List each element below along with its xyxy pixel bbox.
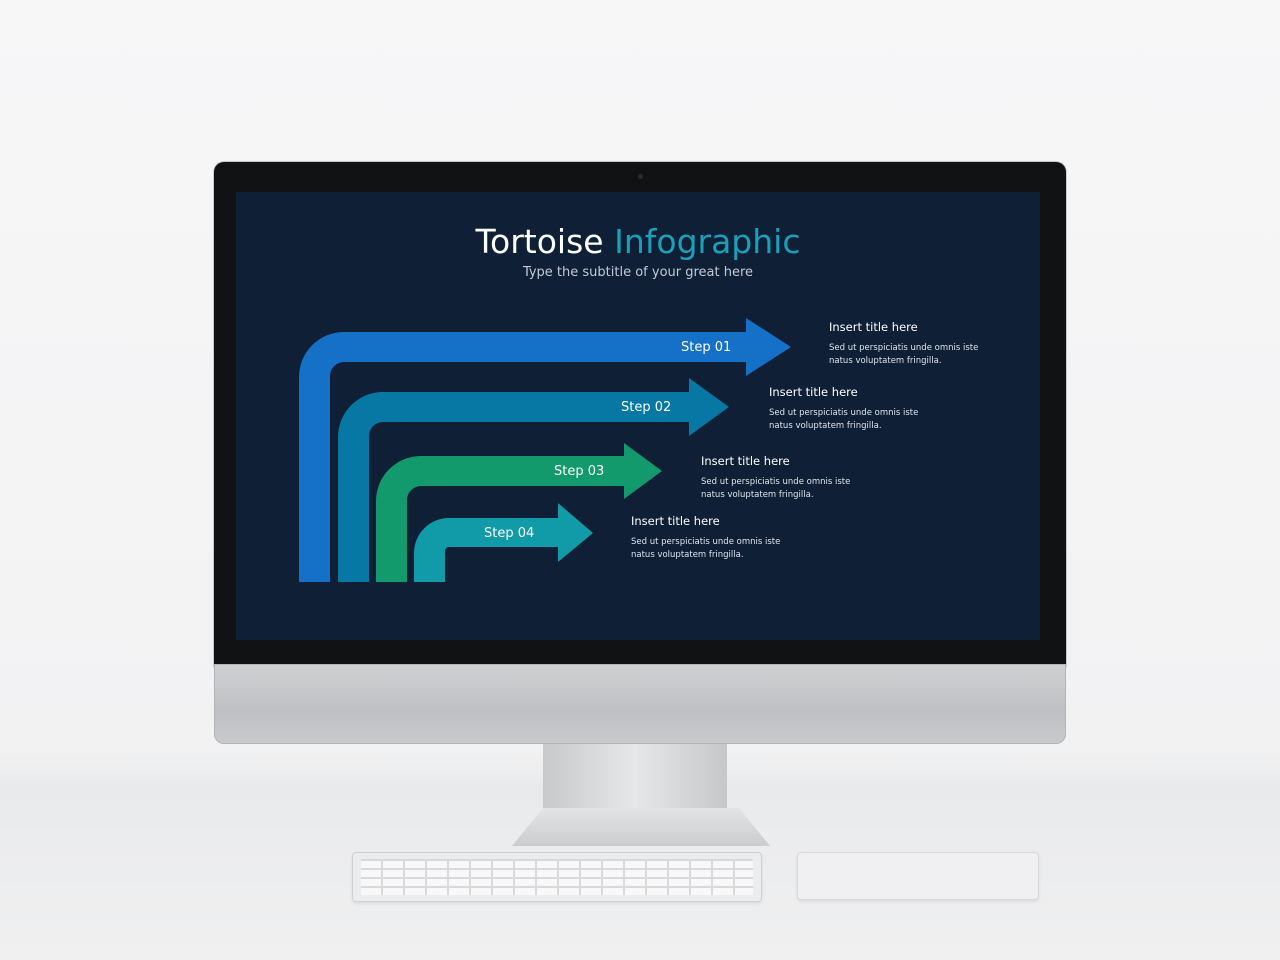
webcam-icon xyxy=(638,174,643,179)
keyboard xyxy=(352,852,762,902)
step-4-label: Step 04 xyxy=(484,526,535,541)
step-2-arrow xyxy=(338,378,729,582)
arrows-diagram xyxy=(299,318,791,582)
step-4-title: Insert title here xyxy=(631,514,720,528)
monitor-chin xyxy=(214,664,1066,744)
step-3-title: Insert title here xyxy=(701,454,790,468)
slide-title: Tortoise Infographic xyxy=(236,222,1040,261)
step-3-arrow xyxy=(376,443,662,582)
step-2-description: Sed ut perspiciatis unde omnis iste natu… xyxy=(769,408,919,431)
step-3-label: Step 03 xyxy=(554,464,605,479)
monitor-stand xyxy=(543,744,727,810)
step-1-info: Insert title here Sed ut perspiciatis un… xyxy=(829,320,999,368)
step-4-info: Insert title here Sed ut perspiciatis un… xyxy=(631,514,801,562)
slide-subtitle: Type the subtitle of your great here xyxy=(522,265,754,280)
slide-title-main: Tortoise xyxy=(475,222,604,261)
step-4-arrow xyxy=(414,503,593,582)
step-3-info: Insert title here Sed ut perspiciatis un… xyxy=(701,454,871,502)
step-1-description: Sed ut perspiciatis unde omnis iste natu… xyxy=(829,343,979,366)
step-2-info: Insert title here Sed ut perspiciatis un… xyxy=(769,385,939,433)
step-4-description: Sed ut perspiciatis unde omnis iste natu… xyxy=(631,537,781,560)
step-2-label: Step 02 xyxy=(621,400,672,415)
trackpad xyxy=(797,852,1039,900)
step-3-description: Sed ut perspiciatis unde omnis iste natu… xyxy=(701,477,851,500)
slide-screen: Tortoise Infographic Type the subtitle o… xyxy=(236,192,1040,640)
monitor-stand-base xyxy=(512,808,770,846)
step-1-title: Insert title here xyxy=(829,320,918,334)
keyboard-keys xyxy=(361,859,753,895)
step-1-label: Step 01 xyxy=(681,340,732,355)
slide-title-accent: Infographic xyxy=(614,222,801,261)
step-1-arrow xyxy=(299,318,791,582)
step-2-title: Insert title here xyxy=(769,385,858,399)
